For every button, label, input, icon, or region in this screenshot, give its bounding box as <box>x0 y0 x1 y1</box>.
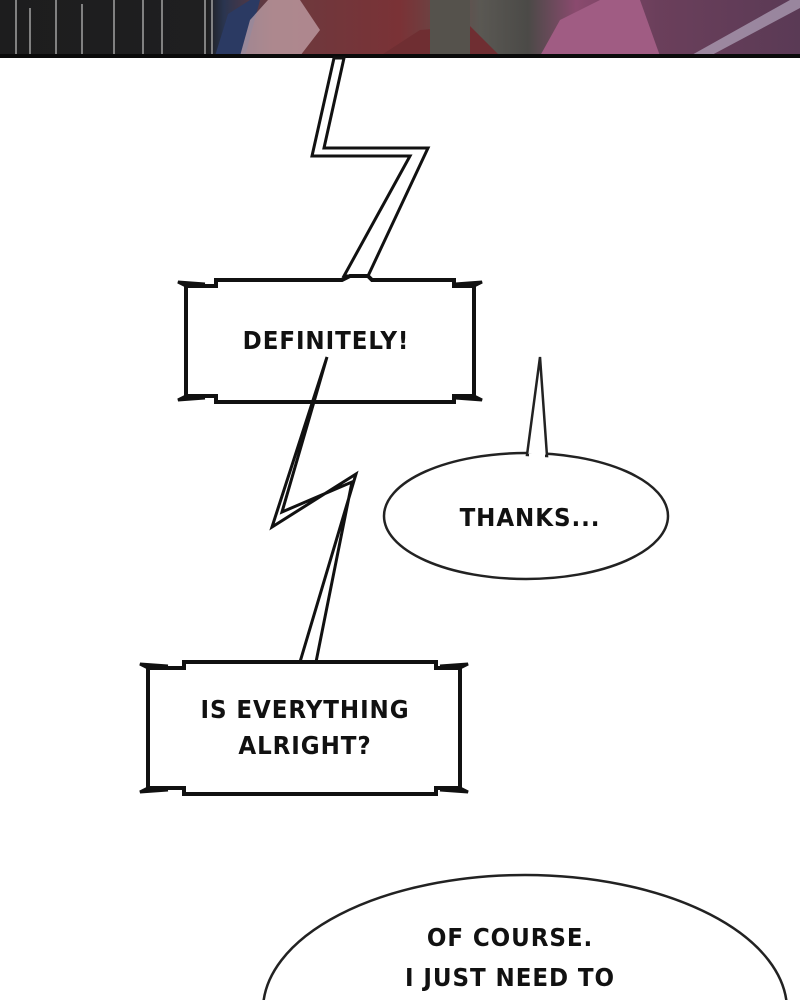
is-everything-box <box>139 660 469 796</box>
bubble-line: I JUST NEED TO <box>405 963 615 992</box>
bubble-text-definitely: DEFINITELY! <box>242 326 410 355</box>
bubble-line: ALRIGHT? <box>238 731 372 760</box>
panel-border <box>0 54 800 58</box>
bubble-line: IS EVERYTHING <box>200 695 410 724</box>
definitely-box <box>177 274 483 404</box>
top-illustration-panel <box>0 0 800 58</box>
thanks-bubble-shape <box>382 356 670 581</box>
lightning-tail-1 <box>310 56 431 278</box>
bubble-text-is-everything-alright: IS EVERYTHING ALRIGHT? <box>185 692 424 764</box>
bubble-line: OF COURSE. <box>426 923 594 952</box>
panel-artwork <box>15 0 800 56</box>
bubble-text-of-course: OF COURSE. I JUST NEED TO <box>390 918 629 998</box>
of-course-bubble-shape <box>262 873 788 1000</box>
bubble-text-thanks: THANKS... <box>459 503 601 532</box>
